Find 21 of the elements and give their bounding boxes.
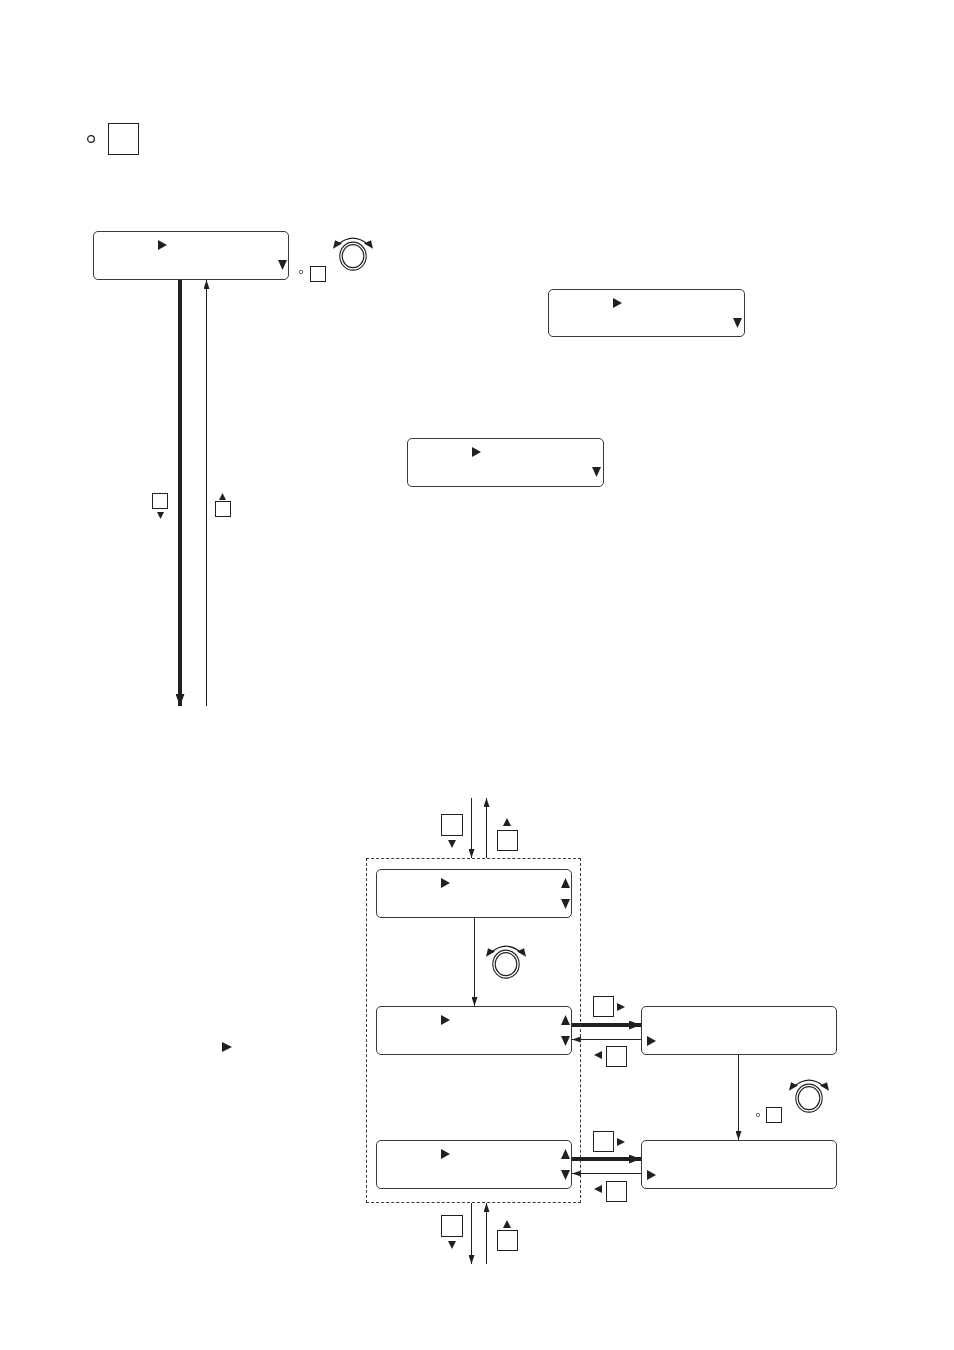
arrow (468, 797, 475, 859)
lcd-screen (407, 438, 604, 487)
arrow (175, 280, 185, 706)
arrow (572, 1020, 641, 1030)
dashed-group-frame (366, 858, 581, 1203)
lcd-screen (548, 289, 745, 337)
lcd-screen (641, 1140, 837, 1189)
arrow (468, 1202, 475, 1265)
arrow (471, 917, 478, 1007)
arrow (483, 1202, 490, 1265)
lcd-screen (376, 1140, 572, 1189)
arrow (571, 1170, 642, 1177)
lcd-screen (376, 1006, 572, 1055)
arrow (483, 797, 490, 859)
lcd-screen (93, 231, 289, 280)
arrow (571, 1036, 642, 1043)
arrow (203, 279, 210, 707)
lcd-screen (376, 869, 572, 918)
arrow (735, 1054, 742, 1141)
arrow (572, 1154, 641, 1164)
lcd-screen (641, 1006, 837, 1055)
